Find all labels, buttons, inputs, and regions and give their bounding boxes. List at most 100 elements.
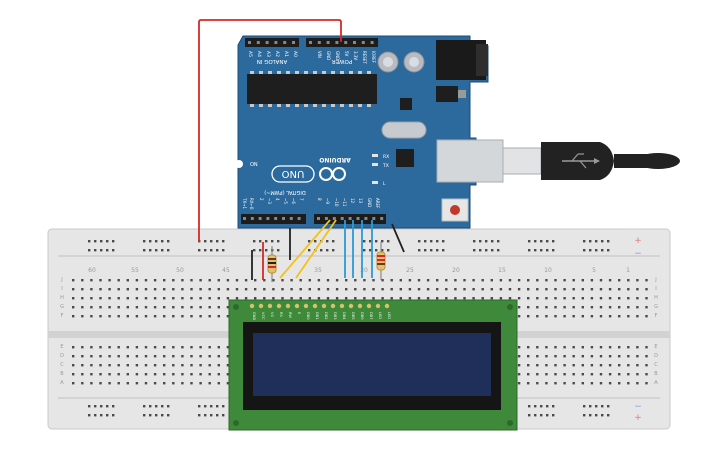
breadboard-terminal-hole	[190, 364, 193, 367]
breadboard-terminal-hole	[181, 373, 184, 376]
lcd-pin-label: GND	[252, 312, 256, 320]
breadboard-terminal-hole	[117, 355, 120, 358]
breadboard-terminal-hole	[490, 297, 493, 300]
breadboard-terminal-hole	[163, 373, 166, 376]
breadboard-terminal-hole	[290, 297, 293, 300]
breadboard-terminal-hole	[217, 297, 220, 300]
breadboard-terminal-hole	[144, 364, 148, 367]
breadboard-terminal-hole	[153, 346, 157, 349]
breadboard-terminal-hole	[181, 364, 184, 367]
breadboard-rail-hole	[473, 249, 476, 252]
breadboard-terminal-hole	[608, 373, 612, 376]
breadboard-terminal-hole	[199, 306, 202, 309]
breadboard-terminal-hole	[199, 346, 202, 349]
breadboard-terminal-hole	[72, 297, 75, 300]
breadboard-terminal-hole	[590, 306, 594, 309]
lcd-header-pin	[348, 303, 354, 309]
column-number: 1	[626, 267, 630, 274]
lcd-mount-hole	[507, 420, 513, 426]
header-pin	[326, 41, 330, 44]
header-pin	[332, 217, 336, 220]
breadboard-terminal-hole	[581, 288, 584, 291]
arduino-board: ANALOG IN POWER A5 A4 A3 A2 A1 A0 VIN GN…	[235, 35, 489, 229]
lcd-header-pin	[294, 303, 300, 309]
breadboard-rail-hole	[601, 414, 604, 417]
row-letter: H	[60, 295, 64, 301]
breadboard-terminal-hole	[199, 355, 202, 358]
breadboard-terminal-hole	[618, 373, 621, 376]
breadboard-rail-hole	[375, 240, 378, 243]
breadboard-terminal-hole	[72, 288, 75, 291]
breadboard-rail-hole	[607, 240, 610, 243]
breadboard-rail-hole	[155, 405, 158, 408]
breadboard-terminal-hole	[99, 288, 102, 291]
breadboard-terminal-hole	[217, 288, 220, 291]
breadboard-terminal-hole	[208, 288, 211, 291]
row-letter: D	[60, 353, 64, 359]
breadboard-terminal-hole	[144, 288, 148, 291]
breadboard-terminal-hole	[181, 297, 184, 300]
breadboard-terminal-hole	[90, 355, 93, 358]
breadboard-rail-hole	[540, 405, 543, 408]
breadboard-terminal-hole	[108, 279, 111, 282]
chip-pin	[322, 104, 326, 107]
breadboard-terminal-hole	[581, 373, 584, 376]
chip-pin	[304, 71, 308, 74]
chip-pin	[277, 71, 281, 74]
breadboard-terminal-hole	[472, 297, 475, 300]
breadboard-rail-hole	[424, 249, 427, 252]
breadboard-terminal-hole	[627, 279, 630, 282]
breadboard-terminal-hole	[181, 382, 184, 385]
breadboard-terminal-hole	[572, 297, 575, 300]
breadboard-terminal-hole	[181, 346, 184, 349]
breadboard-terminal-hole	[81, 355, 84, 358]
breadboard-terminal-hole	[618, 346, 621, 349]
dc-power-jack-front	[476, 44, 488, 76]
digital-pin-label: 13	[358, 198, 363, 204]
row-letter: H	[654, 295, 658, 301]
breadboard-terminal-hole	[190, 279, 193, 282]
analog-header	[245, 38, 299, 47]
power-label: POWER	[332, 58, 353, 64]
breadboard-terminal-hole	[263, 288, 266, 291]
breadboard-rail-hole	[265, 240, 268, 243]
breadboard-rail-hole	[94, 240, 97, 243]
breadboard-terminal-hole	[90, 315, 93, 318]
breadboard-terminal-hole	[108, 382, 111, 385]
breadboard-rail-hole	[381, 240, 384, 243]
breadboard-rail-hole	[210, 249, 213, 252]
analog-in-label: ANALOG IN	[257, 58, 288, 64]
header-pin	[317, 41, 321, 44]
breadboard-rail-hole	[418, 249, 421, 252]
breadboard-terminal-hole	[572, 373, 575, 376]
chip-pin	[295, 71, 299, 74]
breadboard-rail-hole	[308, 249, 311, 252]
breadboard-terminal-hole	[290, 279, 293, 282]
row-letter: F	[61, 313, 64, 319]
breadboard-terminal-hole	[363, 297, 366, 300]
breadboard-terminal-hole	[590, 297, 594, 300]
digital-pin-label: 7	[299, 198, 304, 201]
breadboard-terminal-hole	[153, 306, 157, 309]
header-pin	[282, 217, 285, 220]
breadboard-terminal-hole	[563, 315, 566, 318]
lcd-header-pin	[366, 303, 372, 309]
breadboard-terminal-hole	[417, 297, 421, 300]
breadboard-terminal-hole	[199, 373, 202, 376]
breadboard-terminal-hole	[627, 355, 630, 358]
breadboard-terminal-hole	[226, 297, 230, 300]
breadboard-terminal-hole	[126, 288, 129, 291]
breadboard-rail-hole	[210, 414, 213, 417]
header-pin	[353, 41, 356, 44]
breadboard-terminal-hole	[308, 288, 311, 291]
breadboard-terminal-hole	[599, 346, 603, 349]
breadboard-terminal-hole	[263, 297, 266, 300]
breadboard-rail-hole	[534, 249, 537, 252]
breadboard-terminal-hole	[627, 364, 630, 367]
breadboard-terminal-hole	[326, 279, 330, 282]
breadboard-terminal-hole	[508, 288, 512, 291]
breadboard-rail-hole	[497, 240, 500, 243]
breadboard-terminal-hole	[135, 364, 139, 367]
breadboard-terminal-hole	[545, 355, 548, 358]
lcd-pin-label: DB4	[342, 312, 346, 320]
